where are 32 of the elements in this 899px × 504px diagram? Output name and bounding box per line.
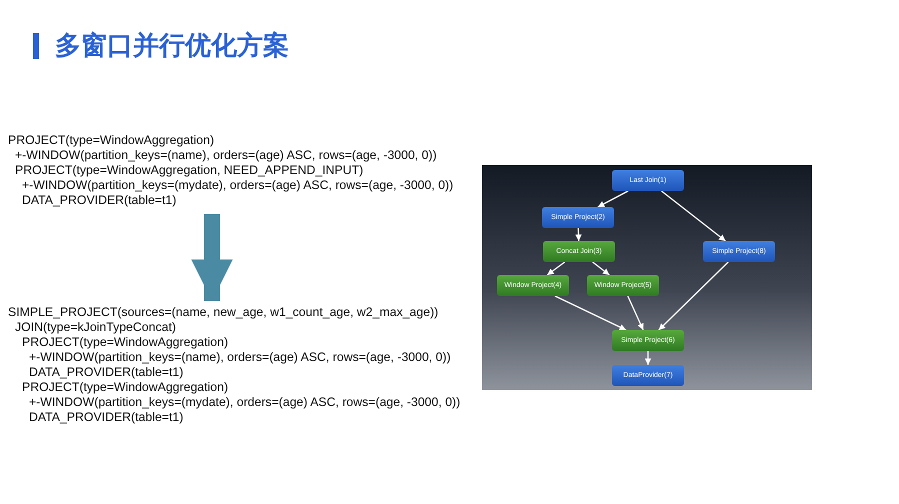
code-line: +-WINDOW(partition_keys=(mydate), orders=(age) ASC, rows=(age, -3000, 0)) — [22, 178, 454, 193]
arrow — [191, 214, 233, 301]
code-line: DATA_PROVIDER(table=t1) — [29, 410, 184, 425]
arrow — [661, 190, 726, 242]
code-line: +-WINDOW(partition_keys=(mydate), orders=(age) ASC, rows=(age, -3000, 0)) — [29, 395, 460, 410]
arrow — [554, 295, 626, 331]
code-line: PROJECT(type=WindowAggregation) — [22, 380, 228, 395]
process-box — [612, 330, 684, 351]
code-line: +-WINDOW(partition_keys=(name), orders=(age) ASC, rows=(age, -3000, 0)) — [15, 148, 437, 163]
arrow — [598, 190, 628, 208]
process-box — [543, 241, 615, 262]
process-box — [612, 365, 684, 386]
arrow — [644, 351, 652, 365]
process-box — [612, 170, 684, 191]
code-line: DATA_PROVIDER(table=t1) — [29, 365, 184, 380]
code-line: PROJECT(type=WindowAggregation, NEED_APPEND_INPUT) — [15, 163, 364, 178]
arrow — [592, 261, 610, 276]
arrow — [658, 262, 729, 330]
process-box — [703, 241, 775, 262]
process-box — [497, 275, 569, 296]
process-box — [542, 207, 614, 228]
code-line: +-WINDOW(partition_keys=(name), orders=(age) ASC, rows=(age, -3000, 0)) — [29, 350, 451, 365]
code-line: PROJECT(type=WindowAggregation) — [22, 335, 228, 350]
code-line: JOIN(type=kJoinTypeConcat) — [15, 320, 176, 335]
code-line: PROJECT(type=WindowAggregation) — [8, 133, 214, 148]
code-line: DATA_PROVIDER(table=t1) — [22, 193, 176, 208]
slide-title: 多窗口并行优化方案 — [55, 30, 289, 63]
arrow — [627, 296, 644, 330]
arrow — [575, 228, 582, 242]
arrow — [546, 261, 566, 276]
process-box — [587, 275, 659, 296]
code-line: SIMPLE_PROJECT(sources=(name, new_age, w1_count_age, w2_max_age)) — [8, 305, 438, 320]
